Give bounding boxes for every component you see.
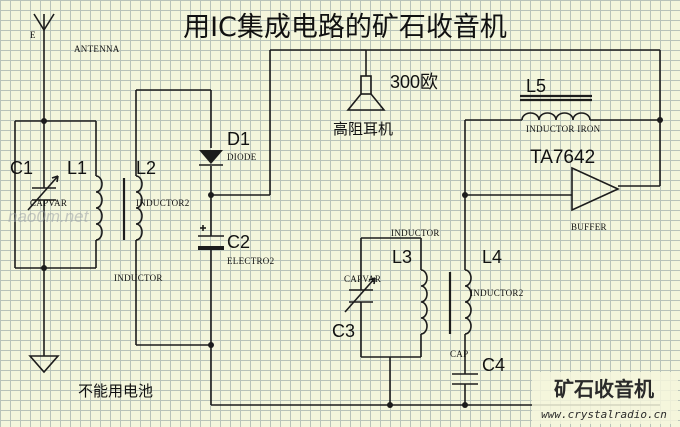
junction-dot [41, 118, 47, 124]
l1-coil [95, 175, 103, 241]
c4-type: CAP [450, 349, 468, 359]
left-tank-wiring [14, 120, 97, 356]
junction-dot [41, 265, 47, 271]
c4-ref: C4 [482, 355, 505, 375]
ic-ref: TA7642 [530, 147, 595, 168]
l2-coil [135, 175, 143, 241]
l4-ref: L4 [482, 247, 502, 267]
l3-ref: L3 [392, 247, 412, 267]
junction-dot [208, 342, 214, 348]
ic-type: BUFFER [571, 222, 607, 232]
c2-ref: C2 [227, 232, 250, 252]
c4-capacitor [452, 334, 478, 405]
earphone-value: 300欧 [390, 72, 438, 92]
l4-coil [464, 269, 472, 335]
junction-dot [208, 192, 214, 198]
l5-type: INDUCTOR IRON [526, 124, 601, 134]
l5-coil [521, 112, 591, 121]
site-logo: 矿石收音机 www.crystalradio.cn [532, 372, 678, 424]
antenna-label: ANTENNA [74, 44, 120, 54]
l4-type: INDUCTOR2 [470, 288, 524, 298]
logo-text: 矿石收音机 [554, 377, 654, 401]
d1-diode [199, 150, 223, 166]
l5-ref: L5 [526, 76, 546, 96]
l1-ref: L1 [67, 158, 87, 178]
c1-ref: C1 [10, 158, 33, 178]
l2-type-secondary: INDUCTOR [114, 273, 163, 283]
c3-type: CAPVAR [344, 274, 381, 284]
ground-symbol [28, 355, 60, 374]
l2-ref: L2 [136, 158, 156, 178]
l3-type: INDUCTOR [391, 228, 440, 238]
l3-c3-tank-wiring [360, 237, 422, 358]
note-text: 不能用电池 [78, 382, 153, 400]
d1-type: DIODE [227, 152, 257, 162]
ic-buffer-symbol [465, 166, 620, 212]
diagram-title: 用IC集成电路的矿石收音机 [183, 12, 507, 43]
c3-variable-capacitor [344, 277, 376, 313]
c3-ref: C3 [332, 321, 355, 341]
c1-type: CAPVAR [30, 198, 67, 208]
earphone-label: 高阻耳机 [333, 120, 393, 138]
c1-variable-capacitor [27, 175, 59, 211]
c2-type: ELECTRO2 [227, 256, 274, 266]
earphone-symbol [346, 49, 660, 111]
logo-url: www.crystalradio.cn [541, 408, 667, 421]
l2-type: INDUCTOR2 [136, 198, 190, 208]
c2-electrolytic-capacitor [198, 225, 224, 250]
l2-wiring [135, 89, 211, 346]
antenna-pin-label: E [30, 30, 36, 40]
watermark-text: nao0m.net [8, 207, 90, 226]
l3-coil [420, 269, 428, 335]
antenna-symbol [33, 13, 55, 121]
d1-ref: D1 [227, 129, 250, 149]
